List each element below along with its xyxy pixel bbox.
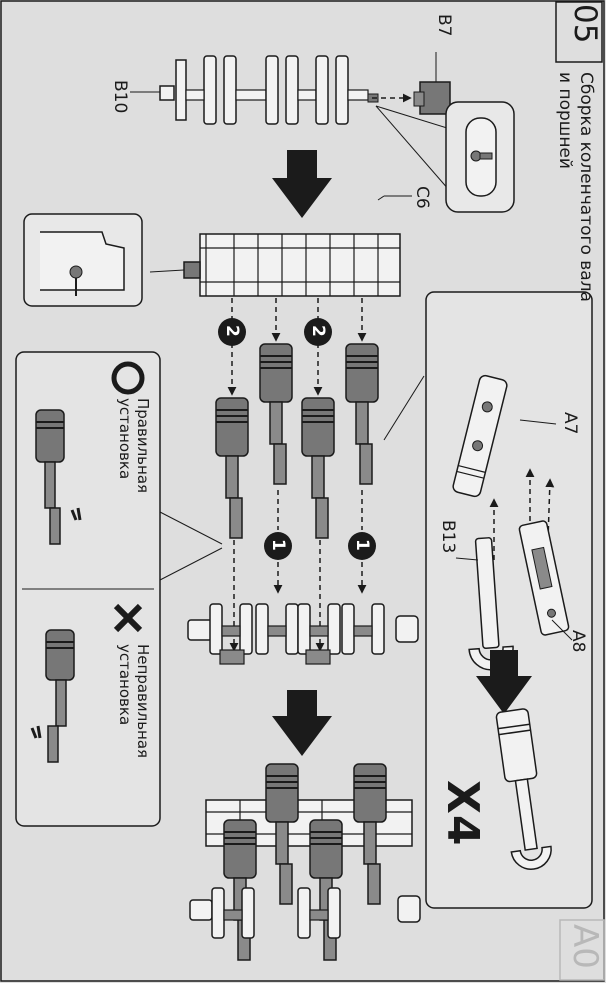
label-b7: B7	[435, 14, 452, 36]
arrow-down-icon	[272, 150, 332, 218]
correct-note-line2: установка	[116, 398, 134, 479]
incorrect-note-line1: Неправильная	[134, 644, 152, 758]
marker-1: 1	[269, 539, 286, 551]
quantity-label: X4	[440, 780, 484, 847]
label-b13: B13	[439, 520, 456, 553]
step-number: 05	[569, 4, 600, 43]
marker-2: 2	[309, 325, 326, 337]
step-title-line2: и поршней	[554, 72, 575, 169]
marker-1: 1	[353, 539, 370, 551]
step-title-line1: Сборка коленчатого вала	[575, 72, 596, 302]
page-number: A0	[568, 924, 602, 969]
incorrect-note-line2: установка	[116, 644, 134, 725]
label-b10: B10	[111, 80, 128, 113]
label-a7: A7	[561, 412, 578, 434]
correct-note-line1: Правильная	[134, 398, 152, 493]
label-c6: C6	[413, 186, 430, 209]
marker-2: 2	[223, 325, 240, 337]
arrow-down-icon	[272, 690, 332, 756]
label-a8: A8	[569, 630, 586, 652]
